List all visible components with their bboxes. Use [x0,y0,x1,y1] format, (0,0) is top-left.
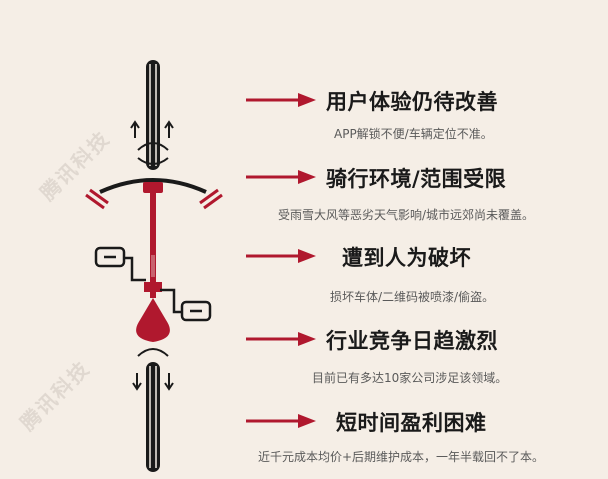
rear-tire [146,362,160,472]
item-description: 损坏车体/二维码被喷漆/偷盗。 [330,290,495,304]
arrow-right-icon [246,170,316,184]
item-description: 受雨雪大风等恶劣天气影响/城市远郊尚未覆盖。 [278,208,535,222]
right-pedal [160,288,212,322]
front-brake-icon [130,120,174,165]
item-description: 近千元成本均价+后期维护成本，一年半载回不了本。 [258,450,545,464]
left-pedal [94,246,146,282]
item-title: 骑行环境/范围受限 [326,167,507,191]
item-title: 短时间盈利困难 [336,411,487,435]
item-description: APP解锁不便/车辆定位不准。 [334,127,493,141]
rear-brake-icon [132,348,174,391]
arrow-right-icon [246,93,316,107]
front-tire [146,60,160,170]
handlebar [85,178,223,210]
arrow-right-icon [246,332,316,346]
frame [144,193,162,298]
item-title: 用户体验仍待改善 [326,90,498,114]
item-description: 目前已有多达10家公司涉足该领域。 [312,371,508,385]
item-title: 遭到人为破坏 [342,246,471,270]
arrow-right-icon [246,249,316,263]
seat [136,298,170,342]
item-title: 行业竞争日趋激烈 [326,329,498,353]
arrow-right-icon [246,414,316,428]
